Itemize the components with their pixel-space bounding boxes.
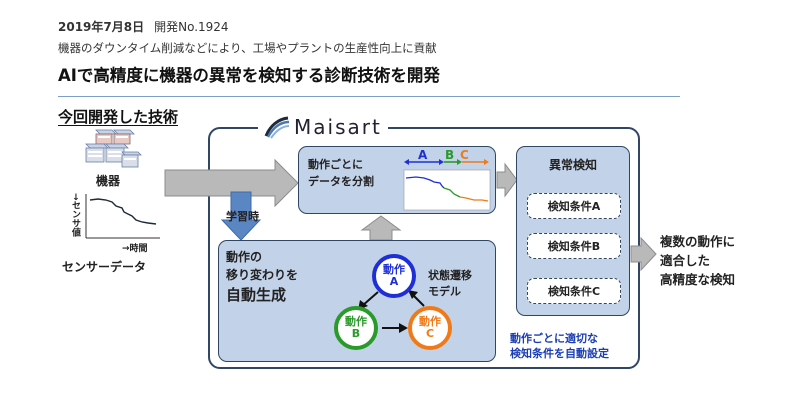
rack-unit-front-mid xyxy=(105,143,129,163)
state-c-bottom: C xyxy=(425,327,435,340)
result-text: 複数の動作に 適合した 高精度な検知 xyxy=(660,232,735,289)
server-rack-icon xyxy=(85,129,142,168)
state-b-bottom: B xyxy=(351,327,361,340)
auto-label-line1: 動作の xyxy=(226,250,263,264)
anomaly-title: 異常検知 xyxy=(548,158,597,172)
state-model-line2: モデル xyxy=(428,285,461,298)
state-model-line1: 状態遷移 xyxy=(428,269,472,282)
condition-b: 検知条件B xyxy=(527,233,621,259)
result-line1: 複数の動作に xyxy=(660,234,736,249)
transition-c-to-a-head xyxy=(408,290,418,299)
maisart-logo: Maisart xyxy=(258,113,388,141)
state-transition-model-label: 状態遷移 モデル xyxy=(428,268,472,300)
segment-a-arrow-right xyxy=(439,159,444,165)
state-a-top: 動作 xyxy=(383,263,405,276)
segment-b-label: B xyxy=(445,148,454,162)
sensor-series xyxy=(89,198,157,225)
rack-unit-back-left xyxy=(95,129,117,145)
maisart-wordmark: Maisart xyxy=(294,115,382,139)
segmented-sensor-chart: A B C xyxy=(403,148,491,211)
series-c-line xyxy=(459,196,489,202)
learning-label: 学習時 xyxy=(226,210,259,223)
rack-unit-front-left xyxy=(85,143,109,163)
result-line3: 高精度な検知 xyxy=(660,272,736,287)
state-c-top: 動作 xyxy=(419,315,441,328)
segment-b-arrow xyxy=(457,159,462,165)
state-b-top: 動作 xyxy=(345,315,367,328)
sensor-caption: センサーデータ xyxy=(62,260,147,274)
state-a-bottom: A xyxy=(389,275,399,288)
section-heading: 今回開発した技術 xyxy=(58,108,179,126)
condition-a: 検知条件A xyxy=(527,193,621,219)
rack-unit-front-right xyxy=(121,151,142,168)
press-number: 開発No.1924 xyxy=(154,20,229,34)
state-b-node: 動作 B xyxy=(334,306,378,350)
condition-c: 検知条件C xyxy=(527,278,621,304)
subtitle: 機器のダウンタイム削減などにより、工場やプラントの生産性向上に貢献 xyxy=(58,41,437,55)
auto-setting-line1: 動作ごとに適切な xyxy=(510,332,598,345)
segment-c-label: C xyxy=(460,148,469,162)
split-label-line2: データを分割 xyxy=(308,175,374,188)
device-label: 機器 xyxy=(96,174,121,188)
headline: AIで高精度に機器の異常を検知する診断技術を開発 xyxy=(58,66,440,85)
split-label: 動作ごとに データを分割 xyxy=(308,156,374,190)
sensor-axis-y-label: →センサ値 xyxy=(70,193,80,237)
sensor-axis-x-label: →時間 xyxy=(122,244,148,254)
state-a-node: 動作 A xyxy=(372,254,416,298)
split-label-line1: 動作ごとに xyxy=(308,158,363,171)
auto-label-lines: 動作の 移り変わりを xyxy=(226,248,298,284)
auto-label-line2: 移り変わりを xyxy=(226,268,299,282)
segment-a-label: A xyxy=(418,148,428,162)
segment-a-arrow-left xyxy=(404,159,409,165)
sensor-data-chart xyxy=(85,194,160,239)
state-c-node: 動作 C xyxy=(408,306,452,350)
series-b-line xyxy=(443,187,461,198)
auto-setting-line2: 検知条件を自動設定 xyxy=(510,347,609,360)
date-text: 2019年7月8日 xyxy=(58,20,145,34)
transition-b-to-c-head xyxy=(399,323,408,333)
auto-setting-note: 動作ごとに適切な 検知条件を自動設定 xyxy=(510,331,609,361)
auto-generation-label: 自動生成 xyxy=(226,286,287,304)
series-a-line xyxy=(405,176,445,189)
result-line2: 適合した xyxy=(660,253,711,268)
rack-unit-back-right xyxy=(113,129,135,145)
release-date: 2019年7月8日開発No.1924 xyxy=(58,18,229,35)
header-divider xyxy=(58,96,680,97)
segment-c-arrow xyxy=(484,159,489,165)
maisart-logo-icon xyxy=(264,116,290,139)
